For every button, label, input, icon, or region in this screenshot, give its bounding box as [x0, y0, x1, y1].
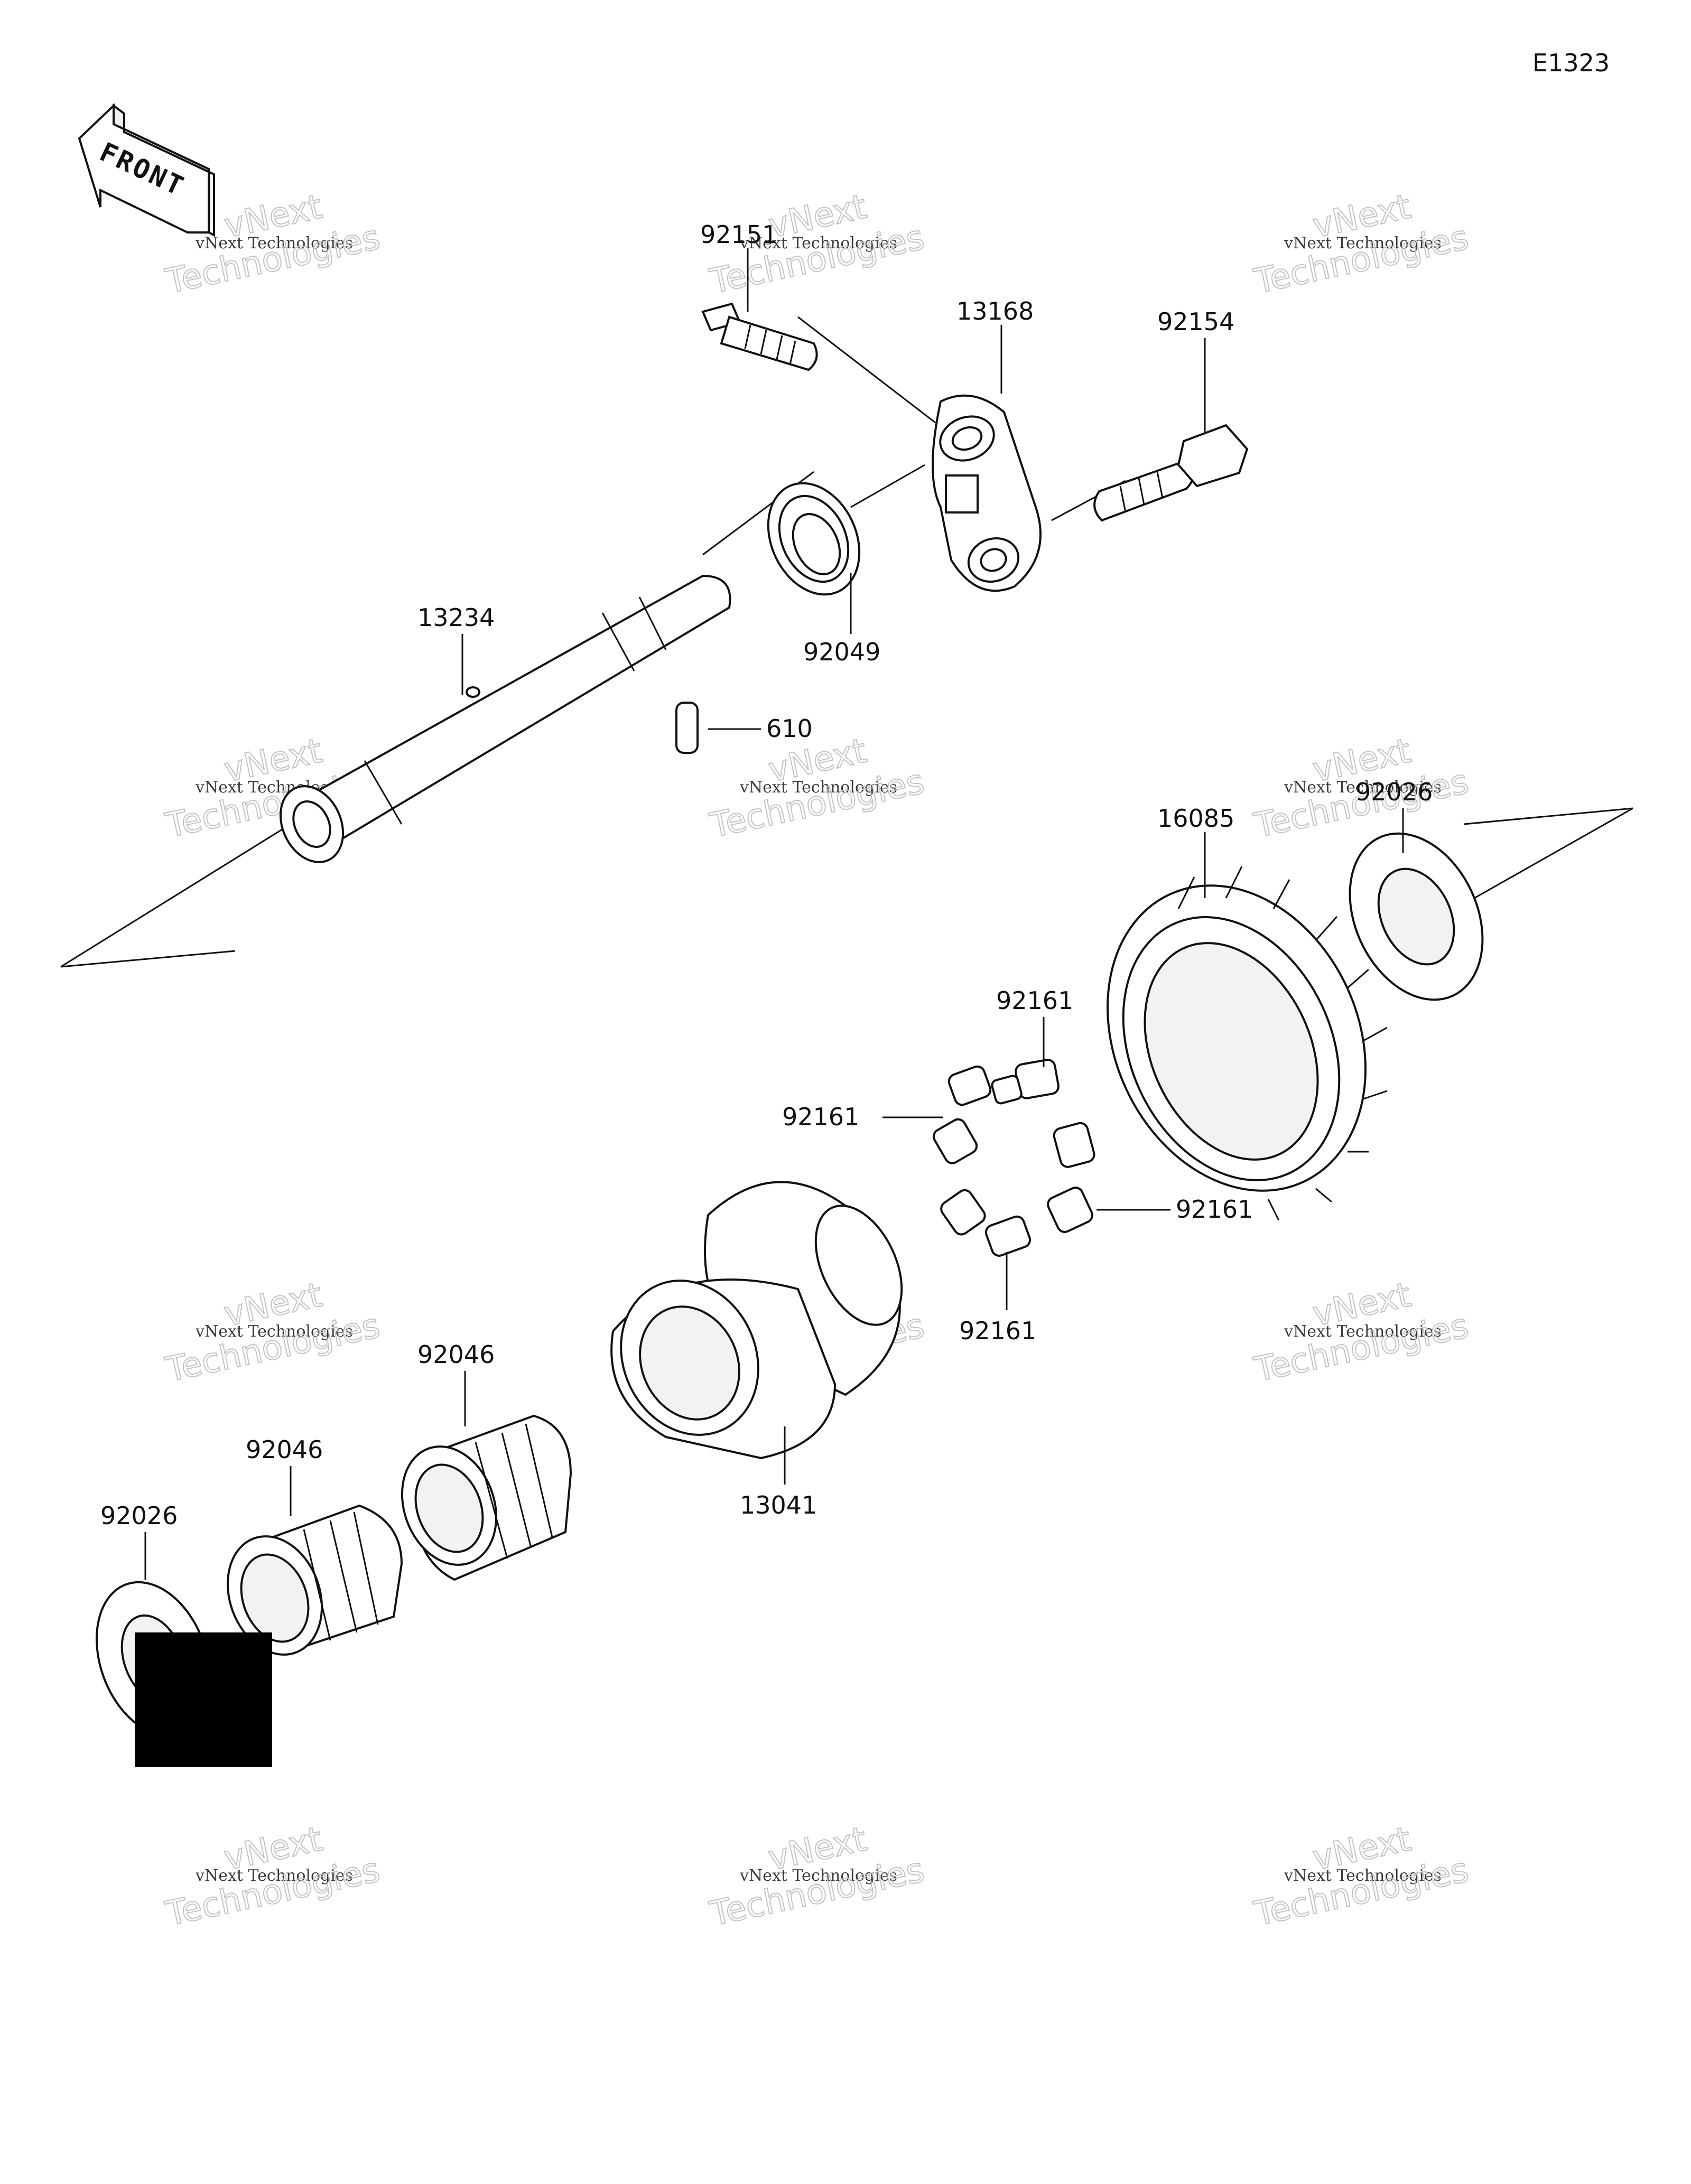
- label-92161-left: 92161: [782, 1103, 859, 1131]
- label-13168: 13168: [956, 297, 1034, 325]
- watermark: vNext vNext Technologies Technologies: [162, 1275, 384, 1390]
- oil-seal-92049: [767, 482, 861, 596]
- svg-text:vNext Technologies: vNext Technologies: [1284, 1322, 1442, 1341]
- label-92026-bottom: 92026: [100, 1501, 178, 1530]
- label-92161-top: 92161: [996, 986, 1073, 1015]
- label-92161-bottom: 92161: [959, 1317, 1036, 1345]
- bolt-92154: [1093, 424, 1249, 522]
- watermark: vNext vNext Technologies Technologies: [162, 1819, 384, 1934]
- needle-bearing-92046-lower: [226, 1504, 403, 1656]
- label-92049: 92049: [803, 638, 880, 666]
- label-92046-lower: 92046: [246, 1435, 323, 1464]
- bolt-92151: [701, 302, 818, 371]
- rocker-arm-13168: [932, 394, 1042, 592]
- svg-text:vNext Technologies: vNext Technologies: [739, 1866, 897, 1885]
- part-labels: 92151 13168 92154 92049 13234 610 16085 …: [100, 220, 1433, 1530]
- hub-13041: [610, 1181, 903, 1460]
- label-92154: 92154: [1157, 307, 1234, 336]
- label-13041: 13041: [740, 1491, 817, 1519]
- mask-block: [135, 1632, 272, 1767]
- label-92161-right: 92161: [1176, 1195, 1253, 1224]
- pin-610: [675, 702, 699, 754]
- shaft-13234: [279, 574, 731, 863]
- assembly-axis-lines: [60, 316, 1633, 968]
- gear-teeth: [1177, 866, 1388, 1221]
- svg-text:vNext Technologies: vNext Technologies: [739, 778, 897, 797]
- label-92046-upper: 92046: [417, 1340, 495, 1369]
- svg-text:vNext Technologies: vNext Technologies: [1284, 234, 1442, 253]
- label-16085: 16085: [1157, 804, 1234, 833]
- watermark: vNext vNext Technologies Technologies: [706, 1819, 928, 1934]
- svg-text:vNext Technologies: vNext Technologies: [195, 1866, 353, 1885]
- needle-bearing-92046-upper: [401, 1414, 572, 1581]
- label-610: 610: [766, 714, 813, 743]
- watermark: vNext vNext Technologies Technologies: [706, 731, 928, 846]
- leader-lines: [144, 248, 1404, 1580]
- gear-16085: [1107, 866, 1388, 1221]
- svg-text:vNext Technologies: vNext Technologies: [195, 234, 353, 253]
- watermark: vNext vNext Technologies Technologies: [1250, 1275, 1473, 1390]
- damper-rubbers-92161: [933, 1059, 1095, 1257]
- svg-text:vNext Technologies: vNext Technologies: [1284, 778, 1442, 797]
- watermark: vNext vNext Technologies Technologies: [1250, 186, 1473, 302]
- label-92151: 92151: [700, 220, 777, 249]
- svg-text:vNext Technologies: vNext Technologies: [195, 1322, 353, 1341]
- label-92026-top: 92026: [1355, 778, 1433, 806]
- washer-92026-top: [1349, 832, 1484, 1001]
- svg-text:vNext Technologies: vNext Technologies: [739, 234, 897, 253]
- svg-text:vNext Technologies: vNext Technologies: [1284, 1866, 1442, 1885]
- watermark: vNext vNext Technologies Technologies: [1250, 1819, 1473, 1934]
- label-13234: 13234: [417, 603, 495, 632]
- diagram-code: E1323: [1532, 49, 1610, 77]
- front-arrow-icon: FRONT: [78, 103, 215, 237]
